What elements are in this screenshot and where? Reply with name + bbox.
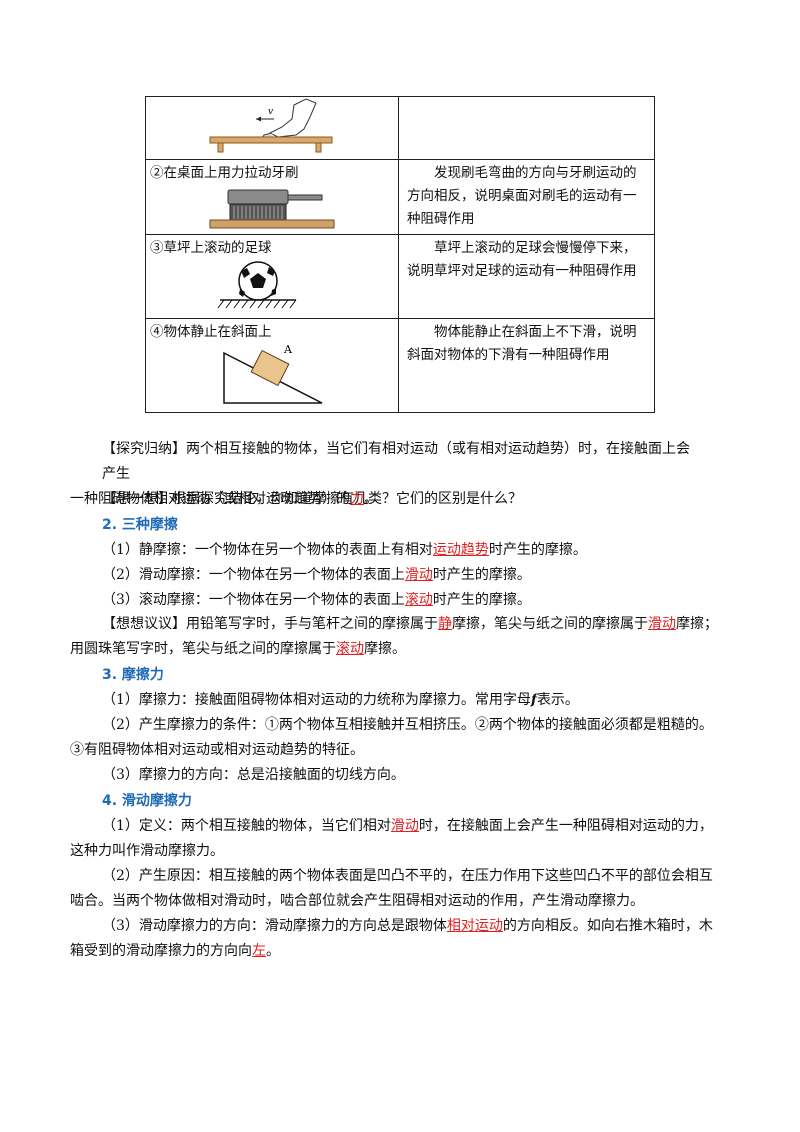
table-row: ②在桌面上用力拉动牙刷 xyxy=(145,159,655,235)
list-item: （2）产生摩擦力的条件：①两个物体互相接触并互相挤压。②两个物体的接触面必须都是… xyxy=(70,717,713,758)
section-heading: 2. 三种摩擦 xyxy=(102,517,178,533)
table-cell-description: 草坪上滚动的足球会慢慢停下来，说明草坪对足球的运动有一种阻碍作用 xyxy=(398,234,655,319)
list-item: （2）产生原因：相互接触的两个物体表面是凹凸不平的，在压力作用下这些凹凸不平的部… xyxy=(70,868,713,909)
table-row: ③草坪上滚动的足球 xyxy=(145,234,655,319)
section-heading: 4. 滑动摩擦力 xyxy=(102,793,192,809)
list-item: （1）静摩擦：一个物体在另一个物体的表面上有相对运动趋势时产生的摩擦。 xyxy=(102,542,587,558)
answer-blank: 滚动 xyxy=(336,641,364,657)
experiment-title: ②在桌面上用力拉动牙刷 xyxy=(150,165,299,181)
experiment-title: ③草坪上滚动的足球 xyxy=(150,240,272,256)
summary-line-1: 【探究归纳】两个相互接触的物体，当它们有相对运动（或有相对运动趋势）时，在接触面… xyxy=(102,441,690,482)
think-question: 【想一想】根据探究结论，你知道摩擦有几类？它们的区别是什么？ xyxy=(102,491,522,507)
answer-blank: 左 xyxy=(252,943,266,959)
hand-brush-illustration: v xyxy=(209,98,333,153)
answer-blank: 滑动 xyxy=(390,818,419,834)
list-item: （2）滑动摩擦：一个物体在另一个物体的表面上滑动时产生的摩擦。 xyxy=(102,567,531,583)
answer-blank: 滚动 xyxy=(404,592,433,608)
velocity-label: v xyxy=(268,107,273,117)
list-item: （3）滑动摩擦力的方向：滑动摩擦力的方向总是跟物体相对运动的方向相反。如向右推木… xyxy=(70,918,713,959)
experiment-description: 发现刷毛弯曲的方向与牙刷运动的方向相反，说明桌面对刷毛的运动有一种阻碍作用 xyxy=(407,165,637,227)
summary-line-2: 一种阻碍物体相对运动（或相对运动趋势）的力。 xyxy=(70,491,378,507)
table-cell-description xyxy=(398,96,655,160)
answer-blank: 力 xyxy=(350,491,364,507)
list-item: （1）摩擦力：接触面阻碍物体相对运动的力统称为摩擦力。常用字母f表示。 xyxy=(102,692,579,708)
list-item: （1）定义：两个相互接触的物体，当它们相对滑动时，在接触面上会产生一种阻碍相对运… xyxy=(70,818,713,859)
list-item: （3）滚动摩擦：一个物体在另一个物体的表面上滚动时产生的摩擦。 xyxy=(102,592,531,608)
table-row: ④物体静止在斜面上 A 物体能静止在斜面上不下滑，说明斜面对物体的下滑有一种阻碍… xyxy=(145,318,655,413)
experiment-title: ④物体静止在斜面上 xyxy=(150,324,272,340)
table-cell-illustration: ③草坪上滚动的足球 xyxy=(145,234,399,319)
experiment-description: 草坪上滚动的足球会慢慢停下来，说明草坪对足球的运动有一种阻碍作用 xyxy=(407,240,637,279)
table-row: v xyxy=(145,96,655,160)
answer-blank: 相对运动 xyxy=(446,918,503,934)
summary-paragraph: 【探究归纳】两个相互接触的物体，当它们有相对运动（或有相对运动趋势）时，在接触面… xyxy=(70,437,702,512)
answer-blank: 运动趋势 xyxy=(432,542,489,558)
toothbrush-illustration xyxy=(209,189,335,229)
table-cell-illustration: v xyxy=(145,96,399,160)
experiment-description: 物体能静止在斜面上不下滑，说明斜面对物体的下滑有一种阻碍作用 xyxy=(407,324,637,363)
answer-blank: 滑动 xyxy=(404,567,433,583)
list-item: （3）摩擦力的方向：总是沿接触面的切线方向。 xyxy=(102,767,405,783)
answer-blank: 滑动 xyxy=(648,616,676,632)
experiment-table: v ②在桌面上用力拉动牙刷 xyxy=(145,96,655,413)
symbol-f: f xyxy=(530,692,537,708)
soccer-ball-illustration xyxy=(217,261,297,309)
table-cell-illustration: ②在桌面上用力拉动牙刷 xyxy=(145,159,399,235)
table-cell-description: 发现刷毛弯曲的方向与牙刷运动的方向相反，说明桌面对刷毛的运动有一种阻碍作用 xyxy=(398,159,655,235)
table-cell-description: 物体能静止在斜面上不下滑，说明斜面对物体的下滑有一种阻碍作用 xyxy=(398,318,655,413)
table-cell-illustration: ④物体静止在斜面上 A xyxy=(145,318,399,413)
incline-block-illustration: A xyxy=(223,343,323,404)
discussion-paragraph: 【想想议议】用铅笔写字时，手与笔杆之间的摩擦属于静摩擦，笔尖与纸之间的摩擦属于滑… xyxy=(70,616,718,657)
section-heading: 3. 摩擦力 xyxy=(102,667,164,683)
answer-blank: 静 xyxy=(438,616,452,632)
block-label: A xyxy=(283,343,293,356)
